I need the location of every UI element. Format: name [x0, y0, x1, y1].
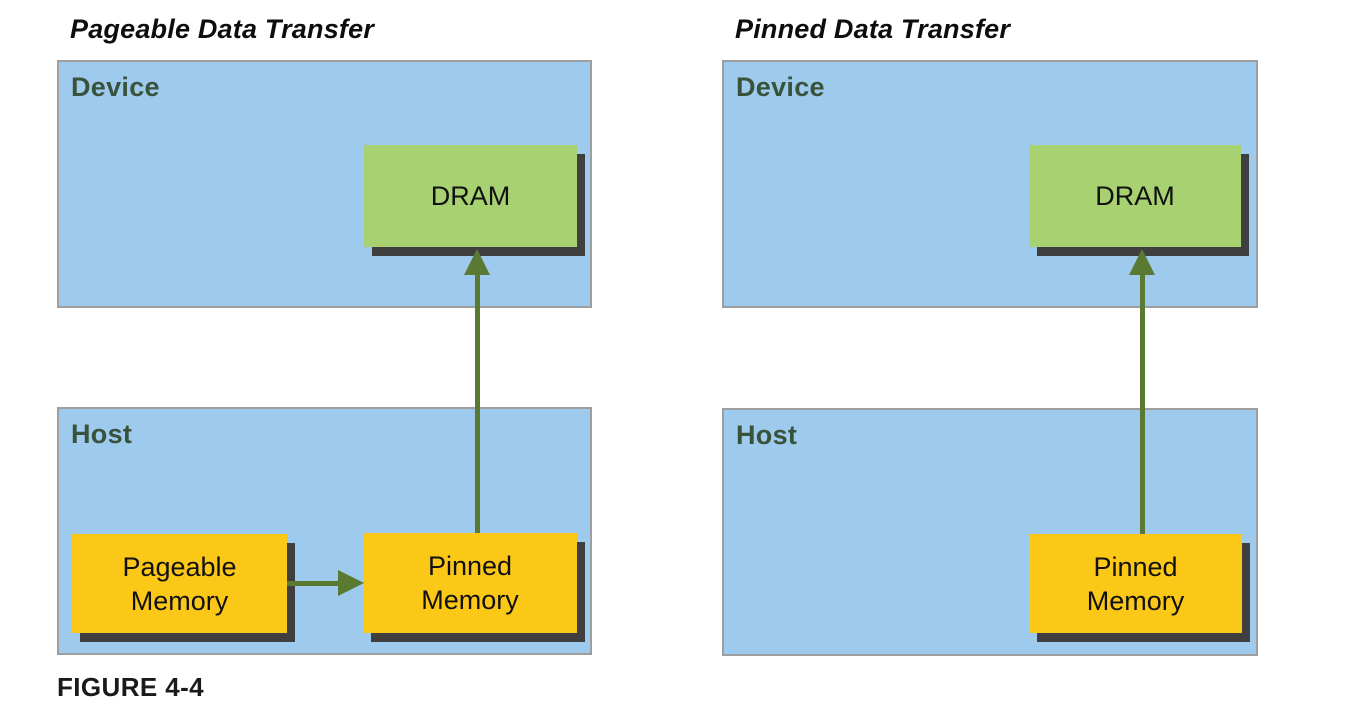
left-host-label: Host: [71, 419, 133, 449]
left-pageable-to-pinned-arrow-head: [338, 570, 364, 596]
left-diagram-title: Pageable Data Transfer: [70, 14, 375, 44]
left-device-box: Device DRAM: [57, 60, 592, 308]
left-pinned-memory-box: Pinned Memory: [363, 533, 577, 633]
figure-caption: FIGURE 4-4: [57, 672, 205, 702]
left-host-box: Host Pageable Memory Pinned Memory: [57, 407, 592, 655]
left-pageable-memory-box: Pageable Memory: [72, 534, 287, 633]
right-device-box: Device DRAM: [722, 60, 1258, 308]
right-diagram-title: Pinned Data Transfer: [735, 14, 1011, 44]
left-device-label: Device: [71, 72, 160, 102]
right-pinned-to-dram-arrow-head: [1129, 249, 1155, 275]
right-host-box: Host Pinned Memory: [722, 408, 1258, 656]
left-dram-box: DRAM: [364, 145, 577, 247]
right-pinned-memory-box: Pinned Memory: [1029, 534, 1242, 633]
left-pageable-to-pinned-arrow-line: [287, 581, 339, 586]
left-pinned-to-dram-arrow-line: [475, 272, 480, 533]
right-host-label: Host: [736, 420, 798, 450]
right-dram-box: DRAM: [1029, 145, 1241, 247]
right-device-label: Device: [736, 72, 825, 102]
right-pinned-to-dram-arrow-line: [1140, 272, 1145, 534]
left-pinned-to-dram-arrow-head: [464, 249, 490, 275]
